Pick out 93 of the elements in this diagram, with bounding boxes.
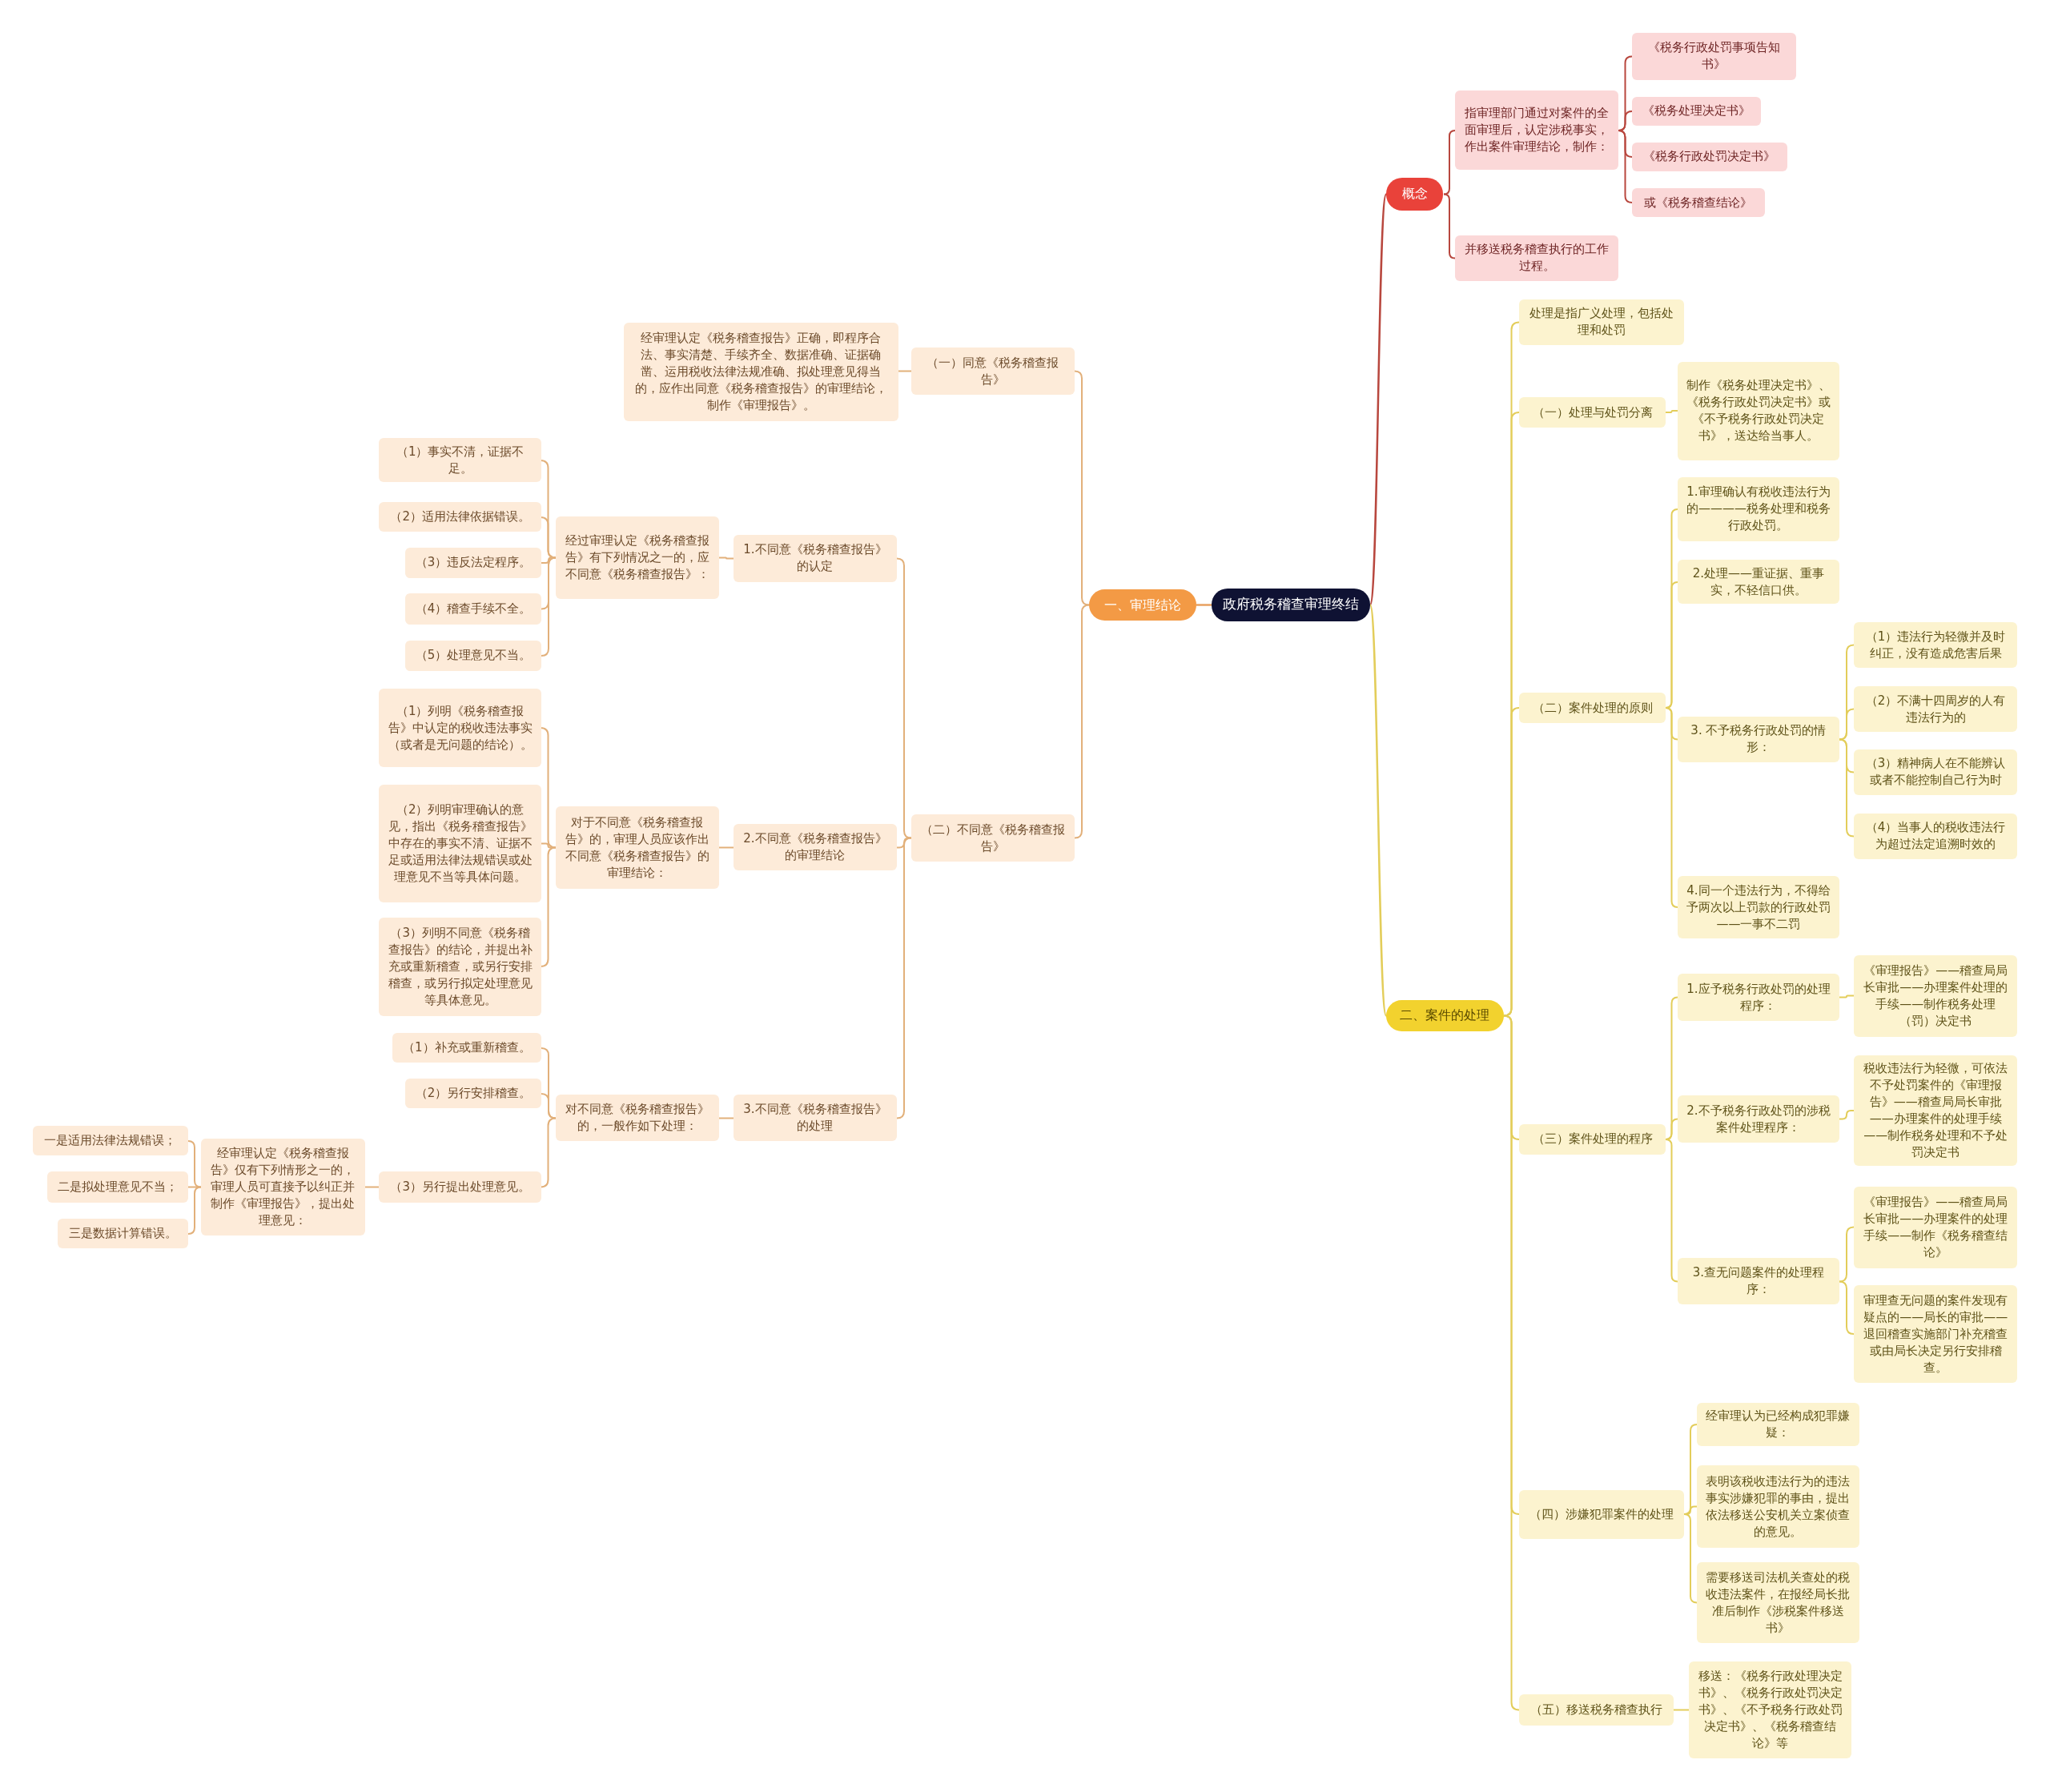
subtopic-box: 《税务行政处罚决定书》	[1631, 142, 1787, 171]
branch-line	[896, 557, 912, 839]
subtopic-box: 2.处理——重证据、重事实，不轻信口供。	[1677, 559, 1840, 605]
subtopic-box: 经审理认定《税务稽查报告》仅有下列情形之一的，审理人员可直接予以纠正并制作《审理报告》，提出处理意见：	[201, 1139, 365, 1236]
branch-line	[718, 556, 734, 560]
branch-line	[364, 1186, 380, 1188]
subtopic-box: （四）涉嫌犯罪案件的处理	[1519, 1490, 1684, 1539]
branch-line	[1665, 1139, 1678, 1283]
subtopic-box: 《审理报告》——稽查局局长审批——办理案件处理的手续——制作税务处理（罚）决定书	[1854, 955, 2018, 1037]
subtopic-box: 审理查无问题的案件发现有疑点的——局长的审批——退回稽查实施部门补充稽查或由局长决定另行安排稽查。	[1854, 1284, 2018, 1384]
subtopic-box: 对于不同意《税务稽查报告》的，审理人员应该作出不同意《税务稽查报告》的审理结论：	[555, 806, 719, 890]
branch-line	[1196, 604, 1212, 606]
subtopic-box: （五）移送税务稽查执行	[1519, 1694, 1674, 1726]
subtopic-box: 3. 不予税务行政处罚的情形：	[1677, 716, 1840, 762]
subtopic-box: （2）不满十四周岁的人有违法行为的	[1854, 686, 2018, 733]
subtopic-box: 三是数据计算错误。	[57, 1218, 189, 1249]
subtopic-box: 3.不同意《税务稽查报告》的处理	[733, 1094, 897, 1142]
branch-line	[1839, 1226, 1855, 1283]
subtopic-box: 4.同一个违法行为，不得给予两次以上罚款的行政处罚——一事不二罚	[1677, 875, 1840, 939]
subtopic-box: （3）精神病人在不能辨认或者不能控制自己行为时	[1854, 749, 2018, 795]
main-branch-topic: 一、审理结论	[1089, 589, 1196, 621]
subtopic-box: 制作《税务处理决定书》、《税务行政处罚决定书》或《不予税务行政处罚决定书》，送达给当事人。	[1677, 362, 1840, 460]
subtopic-box: 对不同意《税务稽查报告》的，一般作如下处理：	[555, 1094, 719, 1142]
subtopic-box: （4）当事人的税收违法行为超过法定追溯时效的	[1854, 813, 2018, 859]
branch-line	[1839, 1280, 1855, 1335]
branch-line	[540, 1117, 557, 1188]
branch-line	[540, 846, 557, 967]
branch-line	[540, 727, 557, 849]
subtopic-box: 经审理认定《税务稽查报告》正确，即程序合法、事实清楚、手续齐全、数据准确、证据确凿、运用税收法律法规准确、拟处理意见得当的，应作出同意《税务稽查报告》的审理结论，制作《审理报告》。	[623, 323, 898, 421]
subtopic-box: （1）补充或重新稽查。	[392, 1032, 541, 1063]
branch-line	[1839, 1110, 1855, 1120]
subtopic-box: （二）案件处理的原则	[1519, 693, 1666, 723]
subtopic-box: 1.应予税务行政处罚的处理程序：	[1677, 974, 1840, 1022]
subtopic-box: （一）同意《税务稽查报告》	[910, 348, 1075, 396]
branch-line	[1673, 1709, 1690, 1711]
subtopic-box: （二）不同意《税务稽查报告》	[910, 814, 1075, 862]
branch-line	[1839, 708, 1855, 741]
subtopic-box: 一是适用法律法规错误；	[32, 1125, 189, 1156]
subtopic-box: （3）另行提出处理意见。	[379, 1171, 541, 1203]
subtopic-box: 经审理认为已经构成犯罪嫌疑：	[1697, 1402, 1859, 1446]
branch-line	[1683, 1513, 1698, 1604]
subtopic-box: 2.不予税务行政处罚的涉税案件处理程序：	[1677, 1095, 1840, 1143]
subtopic-box: （1）违法行为轻微并及时纠正，没有造成危害后果	[1854, 622, 2018, 669]
branch-line	[1443, 193, 1456, 259]
branch-line	[1839, 738, 1855, 838]
main-branch-topic: 概念	[1385, 178, 1444, 211]
subtopic-box: （2）另行安排稽查。	[405, 1078, 541, 1109]
subtopic-box: 处理是指广义处理，包括处理和处罚	[1519, 299, 1684, 345]
branch-line	[896, 837, 912, 1119]
subtopic-box: （3）列明不同意《税务稽查报告》的结论，并提出补充或重新稽查，或另行安排稽查，或另行拟定处理意见等具体意见。	[379, 918, 541, 1016]
branch-line	[1839, 994, 1855, 998]
branch-line	[898, 370, 912, 372]
subtopic-box: 2.不同意《税务稽查报告》的审理结论	[733, 823, 897, 871]
subtopic-box: 《审理报告》——稽查局局长审批——办理案件的处理手续——制作《税务稽查结论》	[1854, 1187, 2018, 1268]
central-topic: 政府税务稽查审理终结	[1212, 588, 1370, 621]
subtopic-box: 《税务处理决定书》	[1631, 96, 1762, 126]
subtopic-box: 指审理部门通过对案件的全面审理后，认定涉税事实，作出案件审理结论，制作：	[1455, 90, 1619, 171]
branch-line	[1665, 707, 1678, 908]
subtopic-box: 1.审理确认有税收违法行为的————税务处理和税务行政处罚。	[1677, 476, 1840, 541]
subtopic-box: 《税务行政处罚事项告知书》	[1631, 32, 1797, 80]
main-branch-topic: 二、案件的处理	[1385, 999, 1504, 1032]
subtopic-box: （2）列明审理确认的意见，指出《税务稽查报告》中存在的事实不清、证据不足或适用法律法规错误或处理意见不当等具体问题。	[379, 784, 541, 902]
subtopic-box: （4）稽查手续不全。	[405, 593, 541, 625]
subtopic-box: （三）案件处理的程序	[1519, 1124, 1666, 1155]
branch-line	[718, 1117, 734, 1119]
subtopic-box: 需要移送司法机关查处的税收违法案件，在报经局长批准后制作《涉税案件移送书》	[1697, 1562, 1859, 1644]
subtopic-box: （3）违反法定程序。	[405, 548, 541, 578]
branch-line	[1665, 410, 1678, 413]
subtopic-box: 税收违法行为轻微，可依法不予处罚案件的《审理报告》——稽查局局长审批——办理案件的处理手续——制作税务处理和不予处罚决定书	[1854, 1055, 2018, 1166]
subtopic-box: （1）事实不清，证据不足。	[379, 437, 541, 483]
branch-line	[540, 516, 557, 559]
branch-line	[1369, 194, 1388, 605]
branch-line	[1443, 130, 1456, 195]
subtopic-box: 移送：《税务行政处理决定书》、《税务行政处罚决定书》、《不予税务行政处罚决定书》、《税务稽查结论》等	[1689, 1661, 1851, 1758]
subtopic-box: 表明该税收违法行为的违法事实涉嫌犯罪的事由，提出依法移送公安机关立案侦查的意见。	[1697, 1465, 1859, 1549]
subtopic-box: 并移送税务稽查执行的工作过程。	[1455, 235, 1619, 281]
branch-line	[187, 1140, 202, 1188]
subtopic-box: 经过审理认定《税务稽查报告》有下列情况之一的，应不同意《税务稽查报告》：	[555, 516, 719, 599]
subtopic-box: 或《税务稽查结论》	[1631, 188, 1766, 217]
subtopic-box: 3.查无问题案件的处理程序：	[1677, 1257, 1840, 1305]
branch-line	[1074, 604, 1090, 839]
branch-line	[541, 1093, 557, 1119]
branch-line	[1074, 370, 1090, 606]
branch-line	[718, 846, 734, 849]
branch-line	[1369, 605, 1388, 1016]
subtopic-box: 二是拟处理意见不当；	[46, 1171, 189, 1203]
subtopic-box: （5）处理意见不当。	[405, 641, 541, 671]
subtopic-box: （2）适用法律依据错误。	[379, 501, 541, 532]
subtopic-box: （1）列明《税务稽查报告》中认定的税收违法事实（或者是无问题的结论）。	[379, 689, 541, 768]
branch-line	[1618, 130, 1633, 203]
subtopic-box: （一）处理与处罚分离	[1519, 397, 1666, 428]
branch-line	[187, 1186, 202, 1235]
subtopic-box: 1.不同意《税务稽查报告》的认定	[733, 534, 897, 582]
